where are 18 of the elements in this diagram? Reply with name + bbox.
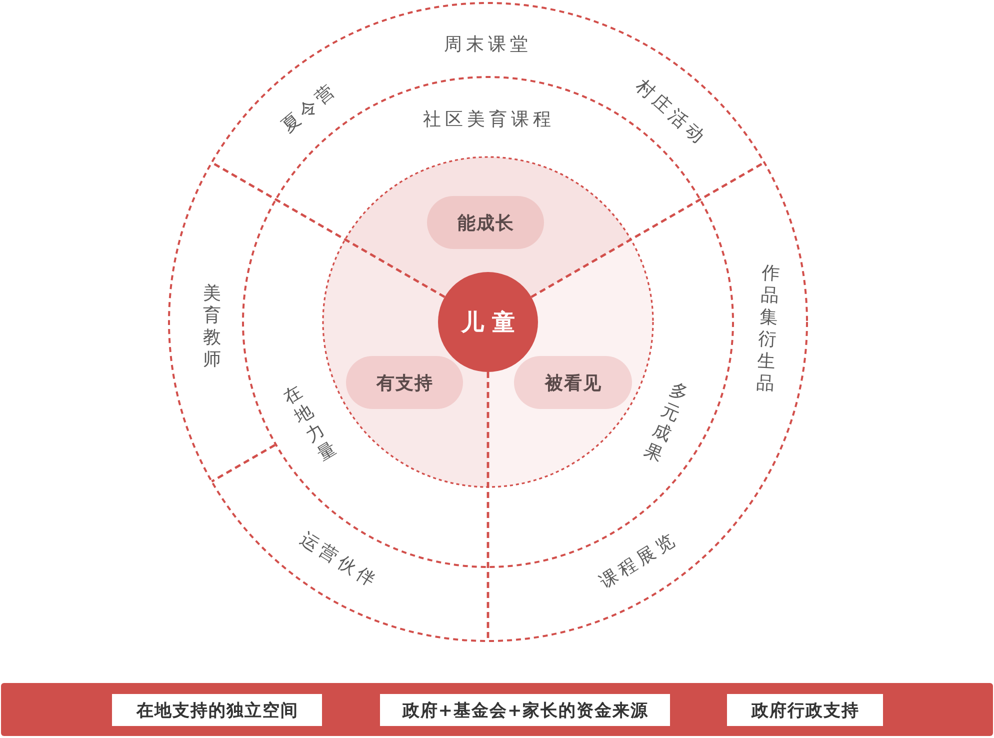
pill-tag: 能成长 — [427, 196, 544, 249]
label-box: 政府+基金会+家长的资金来源 — [380, 694, 670, 726]
label-box: 政府行政支持 — [727, 694, 883, 726]
label-box: 在地支持的独立空间 — [112, 694, 322, 726]
ring-label: 多元成果 — [640, 378, 692, 468]
ring-label: 美育教师 — [203, 283, 221, 371]
ring-label: 村庄活动 — [632, 76, 710, 150]
ring-label: 社区美育课程 — [423, 110, 555, 130]
outer-circle — [168, 2, 808, 642]
ring-label: 夏令营 — [278, 79, 342, 137]
ring-label: 课程展览 — [596, 529, 682, 593]
pill-tag: 被看见 — [514, 356, 632, 409]
ring-label: 周末课堂 — [444, 35, 532, 55]
ring-label: 运营伙伴 — [296, 529, 382, 593]
ring-label: 作品集衍生品 — [756, 262, 780, 396]
pill-tag: 有支持 — [346, 356, 463, 409]
banner-bar — [1, 683, 993, 736]
ring-label: 在地力量 — [280, 382, 340, 466]
